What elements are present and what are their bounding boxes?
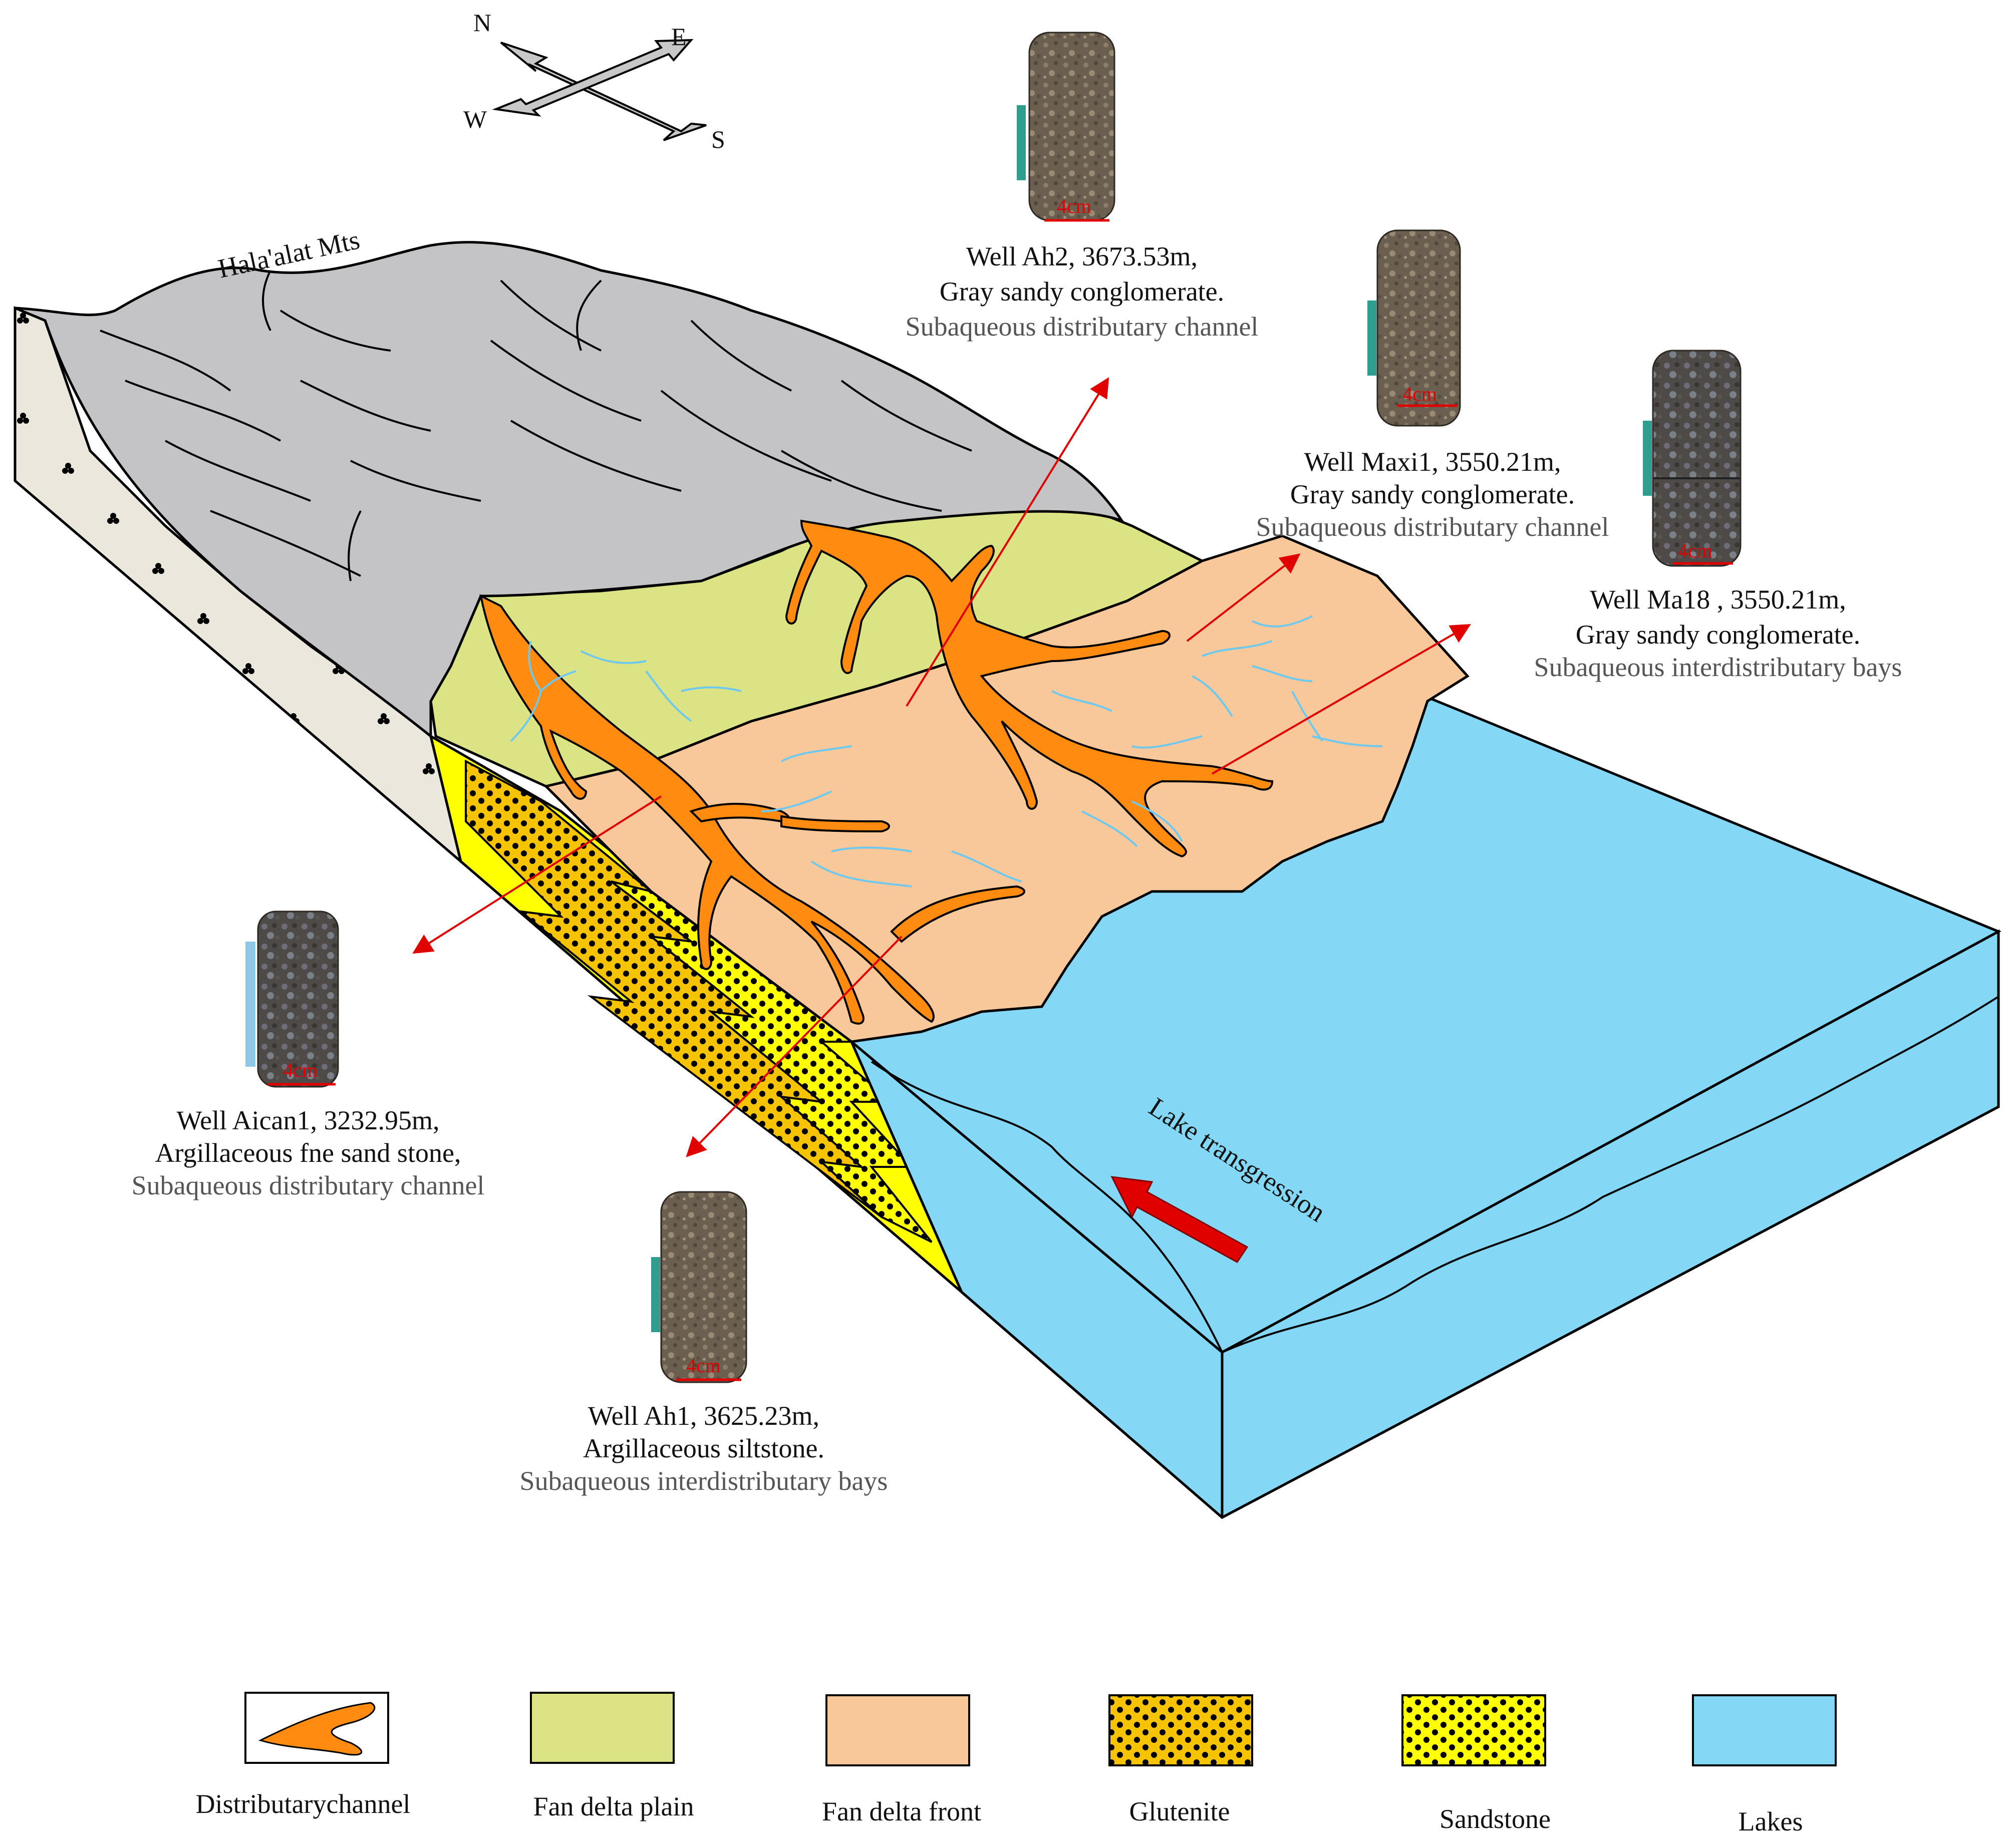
caption-ah2-line2: Gray sandy conglomerate. [940, 276, 1224, 306]
caption-ma18-line3: Subaqueous interdistributary bays [1534, 652, 1902, 682]
caption-ah2-line1: Well Ah2, 3673.53m, [966, 241, 1198, 271]
caption-well-ma18: Well Ma18 , 3550.21m, Gray sandy conglom… [1534, 584, 1902, 682]
legend-label-front: Fan delta front [822, 1796, 981, 1826]
core-sample-aican1: 4cm [245, 910, 339, 1088]
caption-maxi1-line3: Subaqueous distributary channel [1256, 512, 1609, 542]
scale-label-ah1: 4cm [686, 1354, 721, 1377]
legend-item-glutenite: Glutenite [1108, 1694, 1253, 1826]
legend-label-lakes: Lakes [1739, 1806, 1803, 1836]
lake-transgression-arrow [1110, 1176, 1249, 1263]
caption-well-ah2: Well Ah2, 3673.53m, Gray sandy conglomer… [906, 241, 1259, 342]
legend-label-channel: Distributarychannel [196, 1789, 411, 1819]
caption-aican1-line2: Argillaceous fne sand stone, [155, 1138, 461, 1168]
caption-ma18-line2: Gray sandy conglomerate. [1576, 620, 1860, 650]
caption-ah2-line3: Subaqueous distributary channel [906, 312, 1259, 342]
caption-ah1-line1: Well Ah1, 3625.23m, [588, 1401, 819, 1431]
legend-label-glutenite: Glutenite [1129, 1796, 1230, 1826]
scale-label-maxi1: 4cm [1402, 383, 1437, 405]
core-sample-ah1: 4cm [651, 1191, 747, 1383]
compass-east-label: E [671, 23, 687, 51]
caption-well-maxi1: Well Maxi1, 3550.21m, Gray sandy conglom… [1256, 447, 1609, 542]
legend-item-front: Fan delta front [822, 1694, 981, 1826]
caption-maxi1-line2: Gray sandy conglomerate. [1290, 479, 1575, 509]
legend-label-sandstone: Sandstone [1439, 1804, 1551, 1834]
caption-aican1-line3: Subaqueous distributary channel [132, 1170, 485, 1200]
channel-swatch-icon [258, 1702, 376, 1756]
scale-label-ah2: 4cm [1057, 195, 1091, 217]
compass-west-label: W [463, 105, 487, 133]
core-sample-ma18: 4cm [1643, 350, 1742, 567]
legend-label-plain: Fan delta plain [533, 1791, 694, 1821]
caption-well-aican1: Well Aican1, 3232.95m, Argillaceous fne … [132, 1105, 485, 1200]
legend-item-lakes: Lakes [1692, 1694, 1837, 1836]
hala-alat-mountains [15, 241, 1125, 739]
distributary-channels [479, 519, 1274, 1025]
sample-arrows [412, 377, 1471, 1157]
compass-north-label: N [473, 9, 491, 37]
tributary-streams [510, 615, 1383, 887]
caption-maxi1-line1: Well Maxi1, 3550.21m, [1304, 447, 1561, 477]
caption-ah1-line2: Argillaceous siltstone. [583, 1433, 824, 1463]
mountain-ridge-lines [100, 270, 972, 581]
sandstone-layers [610, 880, 933, 1243]
caption-aican1-line1: Well Aican1, 3232.95m, [176, 1105, 439, 1135]
caption-ah1-line3: Subaqueous interdistributary bays [520, 1466, 888, 1496]
core-sample-maxi1: 4cm [1367, 229, 1461, 427]
legend-item-channel: Distributarychannel [196, 1692, 411, 1819]
scale-label-ma18: 4cm [1678, 539, 1712, 562]
caption-well-ah1: Well Ah1, 3625.23m, Argillaceous siltsto… [520, 1401, 888, 1496]
compass-icon [492, 39, 707, 141]
legend-item-sandstone: Sandstone [1401, 1694, 1551, 1834]
caption-ma18-line1: Well Ma18 , 3550.21m, [1590, 584, 1846, 615]
legend: Distributarychannel Fan delta plain Fan … [196, 1692, 1837, 1836]
compass-south-label: S [711, 125, 725, 153]
scale-label-aican1: 4cm [283, 1059, 318, 1081]
core-sample-ah2: 4cm [1017, 32, 1115, 222]
legend-item-plain: Fan delta plain [530, 1692, 694, 1821]
